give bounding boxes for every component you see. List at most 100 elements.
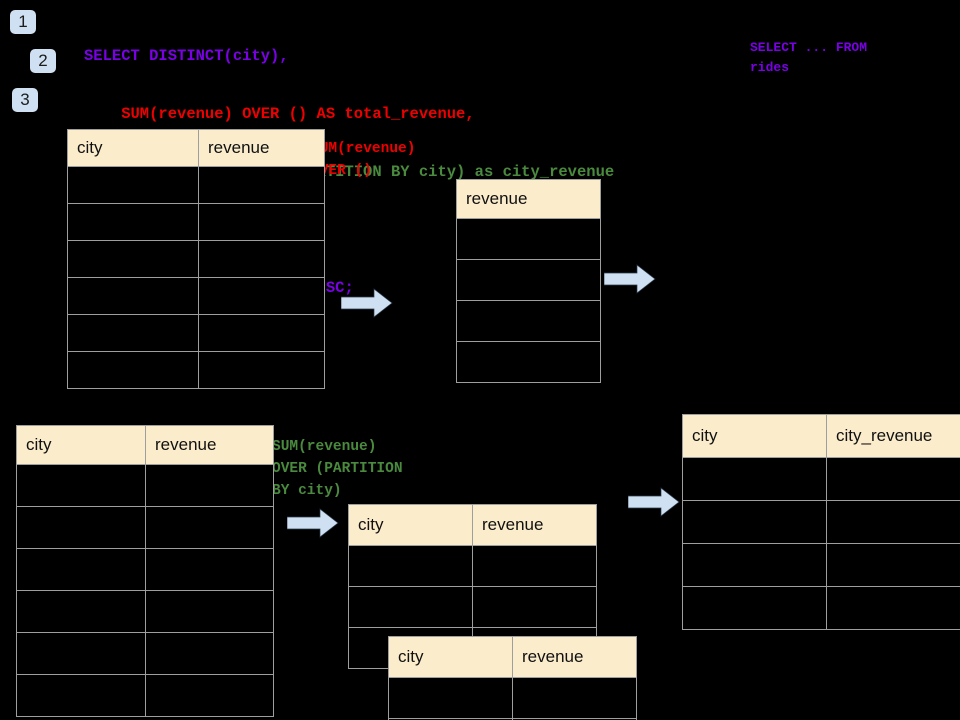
sql-line-1: SELECT DISTINCT(city), bbox=[84, 47, 289, 65]
annotation-sum-over-partition: SUM(revenue) OVER (PARTITION BY city) bbox=[272, 439, 403, 499]
table-row bbox=[67, 314, 325, 352]
table-cell bbox=[145, 590, 274, 633]
table-row bbox=[16, 632, 274, 675]
arrow-rides-to-total-revenue bbox=[340, 288, 393, 318]
table-row bbox=[456, 259, 601, 301]
table-cell bbox=[145, 464, 274, 507]
step-badge-3: 3 bbox=[12, 88, 38, 112]
table-cell bbox=[67, 277, 199, 315]
table-cell bbox=[472, 586, 597, 628]
arrow-rides-to-partition bbox=[286, 508, 339, 538]
step-badge-2: 2 bbox=[30, 49, 56, 73]
table-cell bbox=[456, 259, 601, 301]
table-row bbox=[456, 300, 601, 342]
table-cell bbox=[67, 314, 199, 352]
table-body bbox=[67, 166, 325, 389]
table-cell bbox=[67, 166, 199, 204]
total-revenue-table: revenue bbox=[456, 179, 601, 383]
table-cell bbox=[16, 674, 146, 717]
table-row bbox=[67, 203, 325, 241]
table-cell bbox=[348, 545, 473, 587]
table-cell bbox=[198, 314, 325, 352]
column-header-city-revenue: city_revenue bbox=[826, 414, 960, 458]
arrow-total-revenue-to-result bbox=[603, 264, 656, 294]
table-cell bbox=[198, 166, 325, 204]
table-row bbox=[348, 586, 597, 628]
table-cell bbox=[826, 457, 960, 501]
table-cell bbox=[826, 500, 960, 544]
arrow-partition-to-result bbox=[627, 487, 680, 517]
table-row bbox=[16, 590, 274, 633]
table-body bbox=[388, 677, 637, 720]
table-cell bbox=[512, 677, 637, 719]
table-row bbox=[16, 674, 274, 717]
table-cell bbox=[456, 341, 601, 383]
table-cell bbox=[145, 506, 274, 549]
rides-source-table: city revenue bbox=[67, 129, 325, 389]
table-row bbox=[388, 718, 637, 720]
table-row bbox=[16, 506, 274, 549]
table-cell bbox=[388, 677, 513, 719]
table-header-row: city revenue bbox=[348, 504, 597, 546]
column-header-city: city bbox=[67, 129, 199, 167]
table-row bbox=[682, 500, 960, 544]
column-header-revenue: revenue bbox=[145, 425, 274, 465]
table-cell bbox=[67, 203, 199, 241]
column-header-city: city bbox=[682, 414, 827, 458]
table-cell bbox=[826, 586, 960, 630]
table-cell bbox=[456, 300, 601, 342]
table-row bbox=[682, 457, 960, 501]
table-row bbox=[682, 543, 960, 587]
table-cell bbox=[145, 548, 274, 591]
table-row bbox=[67, 351, 325, 389]
table-row bbox=[456, 218, 601, 260]
table-cell bbox=[682, 586, 827, 630]
sql-line-2: SUM(revenue) OVER () AS total_revenue, bbox=[84, 105, 475, 123]
table-header-row: city revenue bbox=[16, 425, 274, 465]
table-row bbox=[388, 677, 637, 719]
table-row bbox=[16, 464, 274, 507]
column-header-revenue: revenue bbox=[472, 504, 597, 546]
table-row bbox=[67, 166, 325, 204]
rides-source-table-2: city revenue bbox=[16, 425, 274, 717]
table-cell bbox=[512, 718, 637, 720]
column-header-revenue: revenue bbox=[456, 179, 601, 219]
table-cell bbox=[16, 548, 146, 591]
table-cell bbox=[456, 218, 601, 260]
table-cell bbox=[198, 203, 325, 241]
table-cell bbox=[348, 586, 473, 628]
table-header-row: city city_revenue bbox=[682, 414, 960, 458]
table-header-row: city revenue bbox=[388, 636, 637, 678]
result-table: city city_revenue bbox=[682, 414, 960, 630]
table-cell bbox=[145, 632, 274, 675]
table-cell bbox=[682, 500, 827, 544]
column-header-revenue: revenue bbox=[198, 129, 325, 167]
table-cell bbox=[682, 543, 827, 587]
step-badge-1: 1 bbox=[10, 10, 36, 34]
column-header-revenue: revenue bbox=[512, 636, 637, 678]
table-header-row: revenue bbox=[456, 179, 601, 219]
partition-group-table-back: city revenue bbox=[348, 504, 597, 669]
table-cell bbox=[16, 506, 146, 549]
partition-group-table-front: city revenue bbox=[388, 636, 637, 720]
column-header-city: city bbox=[388, 636, 513, 678]
table-cell bbox=[67, 351, 199, 389]
column-header-city: city bbox=[348, 504, 473, 546]
table-header-row: city revenue bbox=[67, 129, 325, 167]
table-body bbox=[456, 218, 601, 383]
table-row bbox=[16, 548, 274, 591]
table-body bbox=[682, 457, 960, 630]
table-row bbox=[456, 341, 601, 383]
table-row bbox=[67, 240, 325, 278]
table-cell bbox=[472, 545, 597, 587]
table-cell bbox=[198, 240, 325, 278]
table-row bbox=[67, 277, 325, 315]
table-cell bbox=[16, 464, 146, 507]
table-cell bbox=[682, 457, 827, 501]
table-cell bbox=[16, 590, 146, 633]
table-cell bbox=[67, 240, 199, 278]
table-cell bbox=[826, 543, 960, 587]
table-row bbox=[348, 545, 597, 587]
table-cell bbox=[198, 277, 325, 315]
